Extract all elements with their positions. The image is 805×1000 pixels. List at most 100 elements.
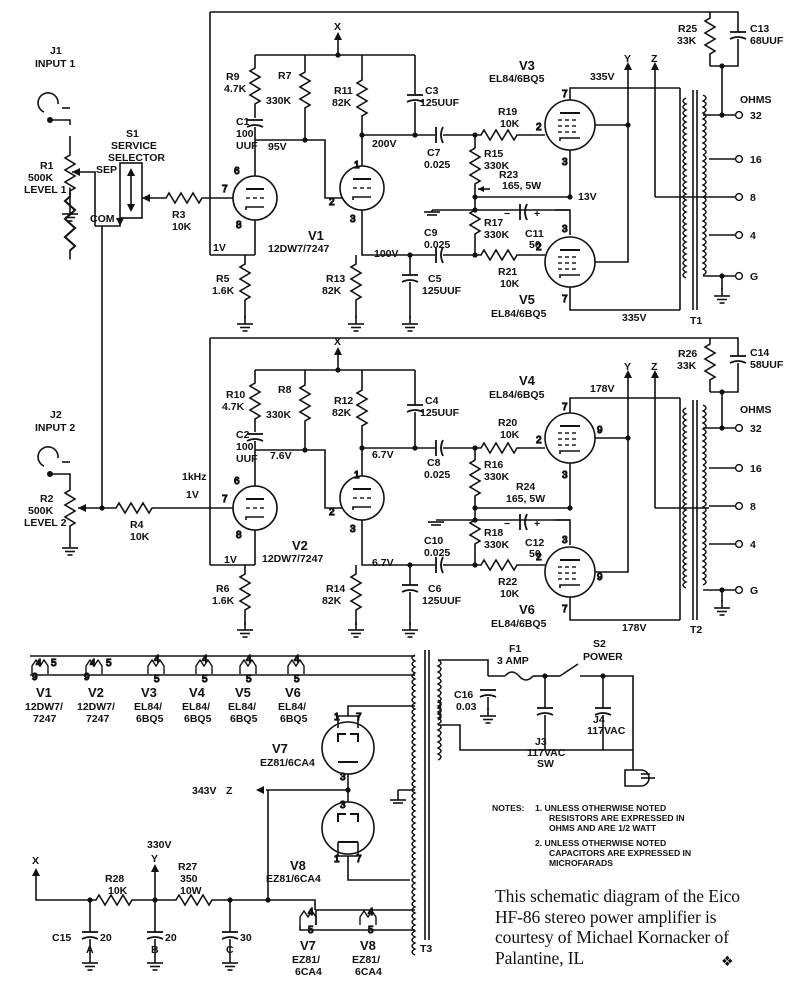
heater-v2-type2: 7247 (86, 713, 110, 725)
c15b-section: B (151, 944, 159, 956)
j4-ref: J4 (593, 714, 605, 726)
v2-pin8: 8 (236, 530, 242, 541)
s2-label: POWER (583, 651, 623, 663)
r12-ref: R12 (334, 395, 353, 407)
ch1-v13: 13V (578, 191, 597, 203)
j2-name: INPUT 2 (35, 422, 75, 434)
r8-ref: R8 (278, 384, 292, 396)
c4-value: 125UUF (420, 407, 460, 419)
r9-ref: R9 (226, 71, 240, 83)
node-y-2: Y (624, 361, 631, 373)
v1-ref: V1 (308, 228, 324, 243)
heater-v2-name: V2 (88, 685, 104, 700)
tap-16-2: 16 (750, 463, 762, 475)
c2-value: 100 (236, 441, 254, 453)
v7-type: EZ81/6CA4 (260, 757, 315, 769)
output-taps-2: 32 16 8 4 G (703, 423, 762, 616)
v7-pin7: 7 (356, 712, 362, 723)
r15-ref: R15 (484, 148, 503, 160)
c6-ref: C6 (428, 583, 442, 595)
hv3-pin4: 4 (154, 654, 160, 665)
heater-v4-type2: 6BQ5 (184, 713, 212, 725)
j1-ref: J1 (50, 45, 62, 57)
hv2-pin9: 9 (84, 672, 90, 683)
r18-ref: R18 (484, 527, 503, 539)
c1-value: 100 (236, 128, 254, 140)
v8-pin7: 7 (356, 854, 362, 865)
ch2-vin: 1V (186, 489, 199, 501)
c15c-value: 30 (240, 932, 252, 944)
tap-32-1: 32 (750, 110, 762, 122)
heater-v1-type2: 7247 (33, 713, 57, 725)
c12-minus: − (504, 518, 510, 530)
hv2-pin4: 4 (90, 658, 96, 669)
hv6-pin4: 4 (294, 654, 300, 665)
r27-ref: R27 (178, 861, 197, 873)
j4-value: 117VAC (587, 725, 626, 737)
ch2-v1: 1V (224, 554, 237, 566)
v2b-pin2: 2 (329, 507, 335, 518)
c12-plus: + (534, 518, 540, 530)
tap-g-2: G (750, 585, 758, 597)
r28-ref: R28 (105, 873, 124, 885)
r12-value: 82K (332, 407, 352, 419)
v3-ref: V3 (519, 58, 535, 73)
heater-v6-type2: 6BQ5 (280, 713, 308, 725)
heater-v4-name: V4 (189, 685, 206, 700)
r22-value: 10K (500, 588, 520, 600)
s1-sep: SEP (96, 164, 117, 176)
schematic-notes: NOTES: 1. UNLESS OTHERWISE NOTED RESISTO… (492, 803, 691, 868)
v2b-pin3: 3 (350, 524, 356, 535)
hv3-pin5: 5 (154, 674, 160, 685)
level-2-pot: R2 500K LEVEL 2 (24, 478, 110, 556)
r23-ref: R23 (499, 169, 518, 181)
r4-value: 10K (130, 531, 150, 543)
j3-ref: J3 (535, 736, 547, 748)
r3-ref: R3 (172, 209, 186, 221)
r7-ref: R7 (278, 70, 292, 82)
ch1-v335a: 335V (590, 71, 615, 83)
r13-value: 82K (322, 285, 342, 297)
r2-value: 500K (28, 505, 54, 517)
r17-ref: R17 (484, 217, 503, 229)
heater-v3-type2: 6BQ5 (136, 713, 164, 725)
ch2-v76: 7.6V (270, 450, 292, 462)
c3-value: 125UUF (420, 97, 460, 109)
v7-pin1: 1 (334, 712, 340, 723)
v8-ref: V8 (290, 858, 306, 873)
c2-unit: UUF (236, 453, 258, 465)
c9-value: 0.025 (424, 239, 450, 251)
input-2-jack: J2 INPUT 2 (35, 409, 75, 478)
channel-2-amplifier: X R4 10K 1kHz 1V 7 6 8 R10 4.7K C2 100 U… (109, 336, 784, 638)
r17-value: 330K (484, 229, 510, 241)
r15-value: 330K (484, 160, 510, 172)
c2-ref: C2 (236, 429, 250, 441)
ch2-khz: 1kHz (182, 471, 207, 483)
r20-ref: R20 (498, 417, 517, 429)
ps-y: Y (151, 853, 158, 865)
note-1-line3: OHMS AND ARE 1/2 WATT (549, 823, 657, 833)
r19-value: 10K (500, 118, 520, 130)
input-1-jack: J1 INPUT 1 (35, 45, 75, 125)
r16-ref: R16 (484, 459, 503, 471)
r26-ref: R26 (678, 348, 697, 360)
level-1-pot: R1 500K LEVEL 1 (24, 136, 96, 261)
c5-ref: C5 (428, 273, 442, 285)
r5-ref: R5 (216, 273, 230, 285)
v8-type: EZ81/6CA4 (266, 873, 321, 885)
j1-name: INPUT 1 (35, 58, 75, 70)
r4-ref: R4 (130, 519, 144, 531)
c13-value: 68UUF (750, 35, 784, 47)
tap-32-2: 32 (750, 423, 762, 435)
output-taps-1: 32 16 8 4 G (703, 110, 762, 304)
heater-v3-type1: EL84/ (134, 701, 162, 713)
r14-value: 82K (322, 595, 342, 607)
c4-ref: C4 (425, 395, 439, 407)
hv6-pin5: 5 (294, 674, 300, 685)
r25-ref: R25 (678, 23, 697, 35)
hv4-pin5: 5 (202, 674, 208, 685)
note-2-line1: 2. UNLESS OTHERWISE NOTED (535, 838, 666, 848)
hv1-pin9: 9 (32, 672, 38, 683)
v1b-pin3: 3 (350, 214, 356, 225)
f1-value: 3 AMP (497, 655, 529, 667)
